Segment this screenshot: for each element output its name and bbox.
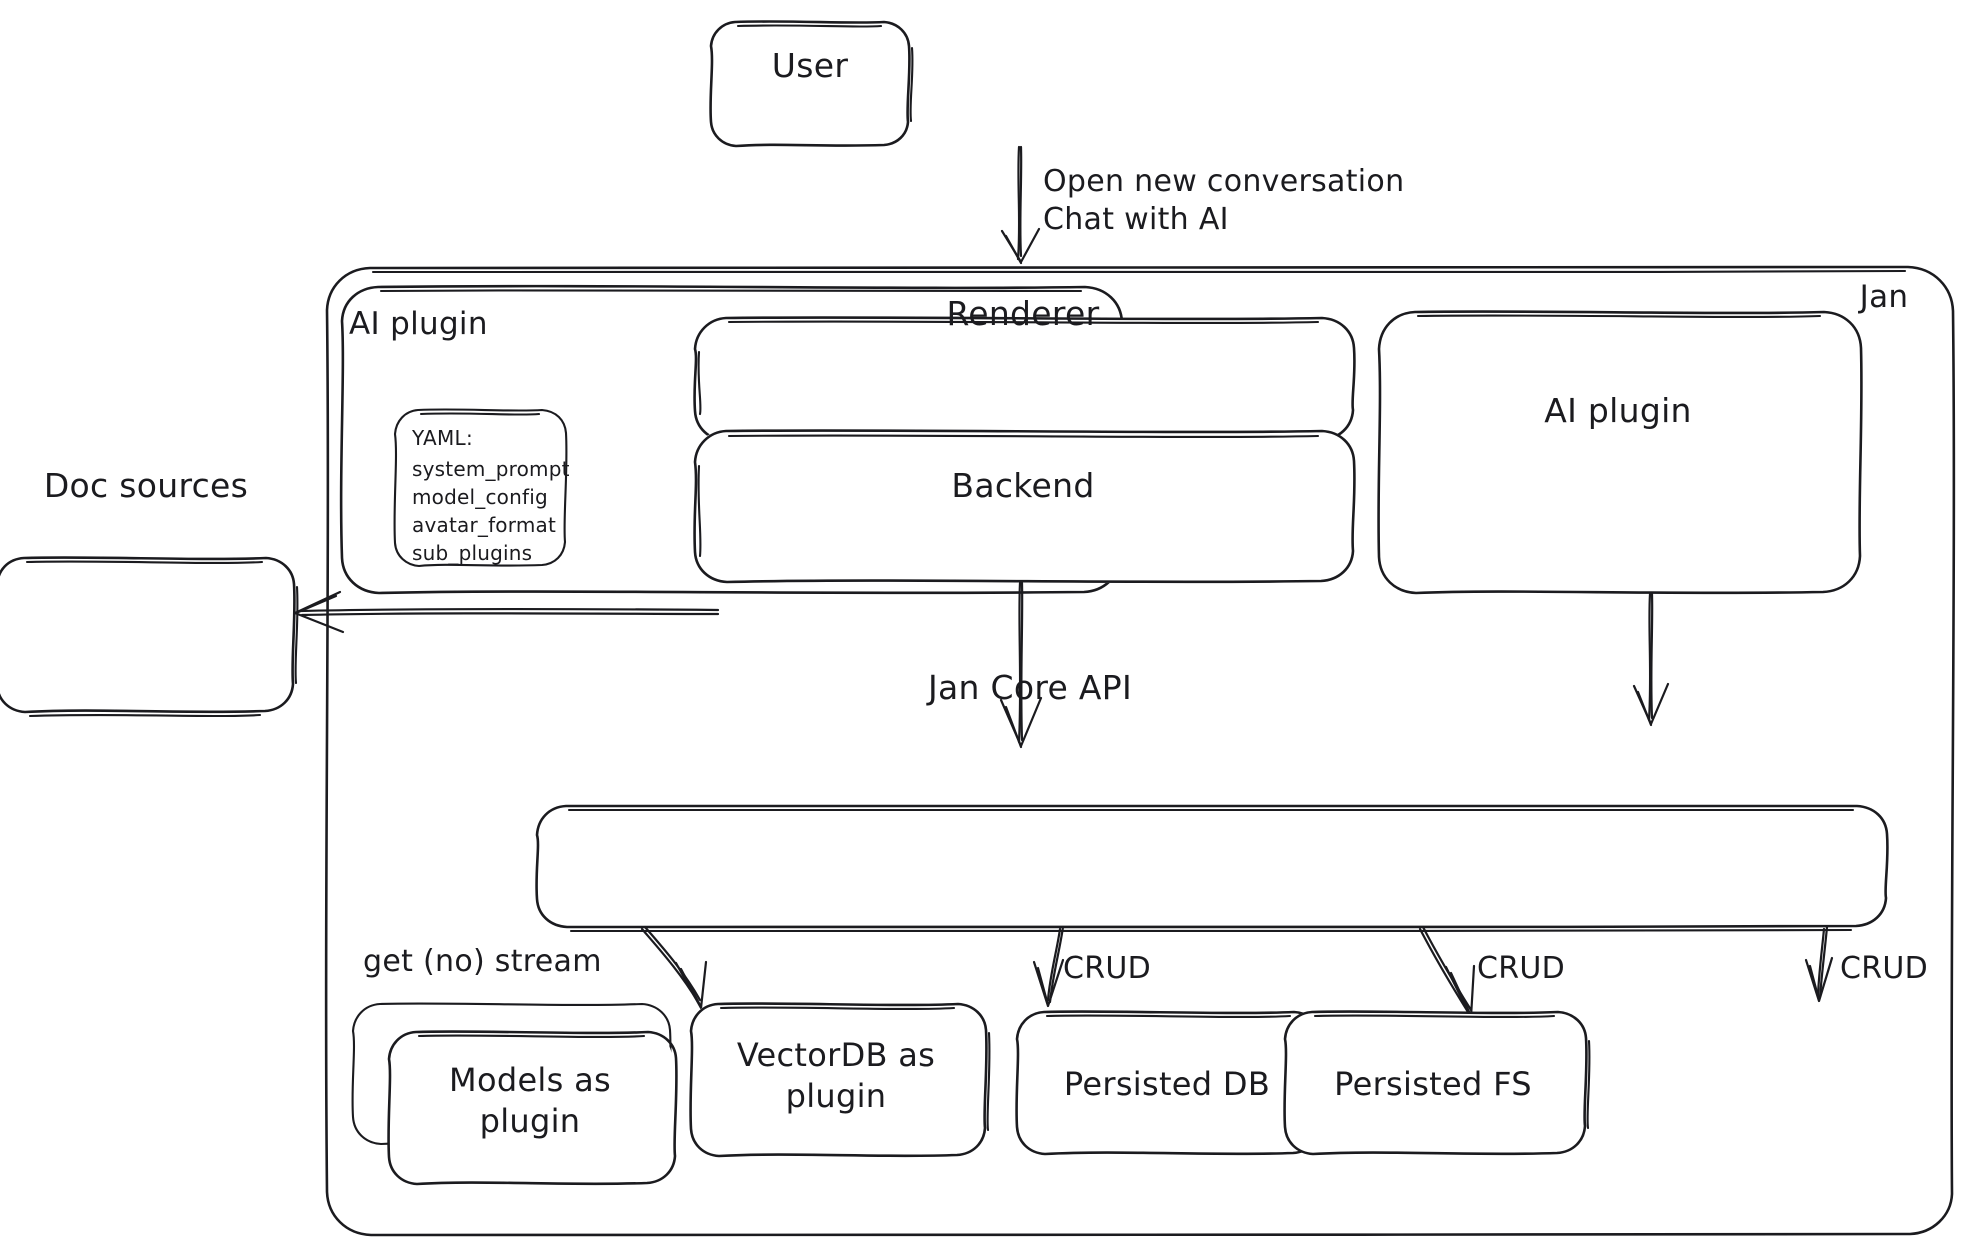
edge-backend-to-core-api bbox=[999, 581, 1043, 749]
edge-core-api-to-persisted-fs bbox=[1804, 925, 1834, 1003]
edge-user-to-renderer bbox=[1000, 145, 1041, 265]
node-backend[interactable] bbox=[692, 429, 1356, 584]
node-persisted-db[interactable] bbox=[1015, 1010, 1327, 1156]
node-persisted-fs[interactable] bbox=[1283, 1010, 1591, 1156]
edge-core-api-to-persisted-db bbox=[1418, 925, 1476, 1019]
node-vectordb-plugin[interactable] bbox=[689, 1002, 991, 1158]
node-user[interactable] bbox=[709, 20, 914, 148]
node-ai-plugin-box[interactable] bbox=[1375, 310, 1863, 595]
node-models-plugin[interactable] bbox=[351, 1002, 678, 1186]
edge-core-api-to-models bbox=[640, 925, 708, 1010]
edge-backend-to-doc-sources bbox=[293, 590, 720, 634]
node-yaml-card[interactable] bbox=[393, 408, 568, 568]
node-jan-core-api[interactable] bbox=[534, 804, 1889, 933]
edge-core-api-to-vectordb bbox=[1032, 925, 1065, 1008]
node-doc-sources[interactable] bbox=[0, 556, 299, 718]
edge-ai-plugin-to-core-api bbox=[1632, 592, 1670, 727]
node-renderer[interactable] bbox=[692, 316, 1356, 443]
